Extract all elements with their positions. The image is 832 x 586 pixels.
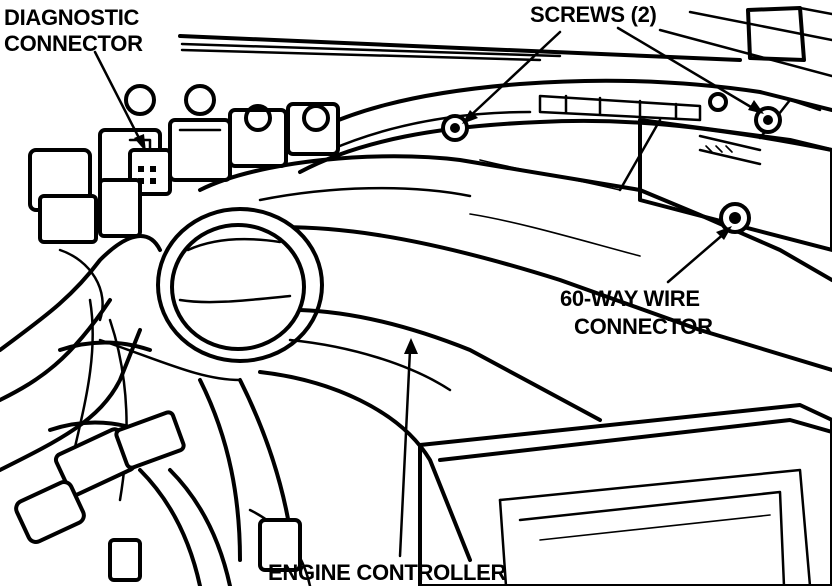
engine-controller-box bbox=[418, 403, 832, 586]
hood-lines bbox=[178, 10, 832, 78]
diagnostic-connector bbox=[98, 148, 172, 238]
top-right-bracket bbox=[746, 6, 832, 62]
engine-controller-leader bbox=[398, 348, 412, 558]
wiring-harness bbox=[0, 234, 242, 502]
leader-lines bbox=[93, 26, 764, 558]
screw-left-leader bbox=[466, 30, 562, 120]
screws bbox=[441, 92, 782, 234]
wire-connector-label-line2: CONNECTOR bbox=[574, 314, 713, 339]
lower-hose bbox=[258, 308, 602, 562]
intake-opening bbox=[156, 207, 324, 363]
diagnostic-leader bbox=[93, 50, 142, 142]
screw-right-leader bbox=[616, 26, 758, 112]
screws-label: SCREWS (2) bbox=[530, 2, 657, 27]
bottom-left-connectors bbox=[14, 378, 312, 586]
wire-connector-label-line1: 60-WAY WIRE bbox=[560, 286, 700, 311]
diagnostic-label-line2: CONNECTOR bbox=[4, 31, 143, 56]
wire-connector-leader bbox=[666, 230, 728, 284]
engine-controller-label: ENGINE CONTROLLER bbox=[268, 560, 507, 585]
diagnostic-label-line1: DIAGNOSTIC bbox=[4, 5, 140, 30]
